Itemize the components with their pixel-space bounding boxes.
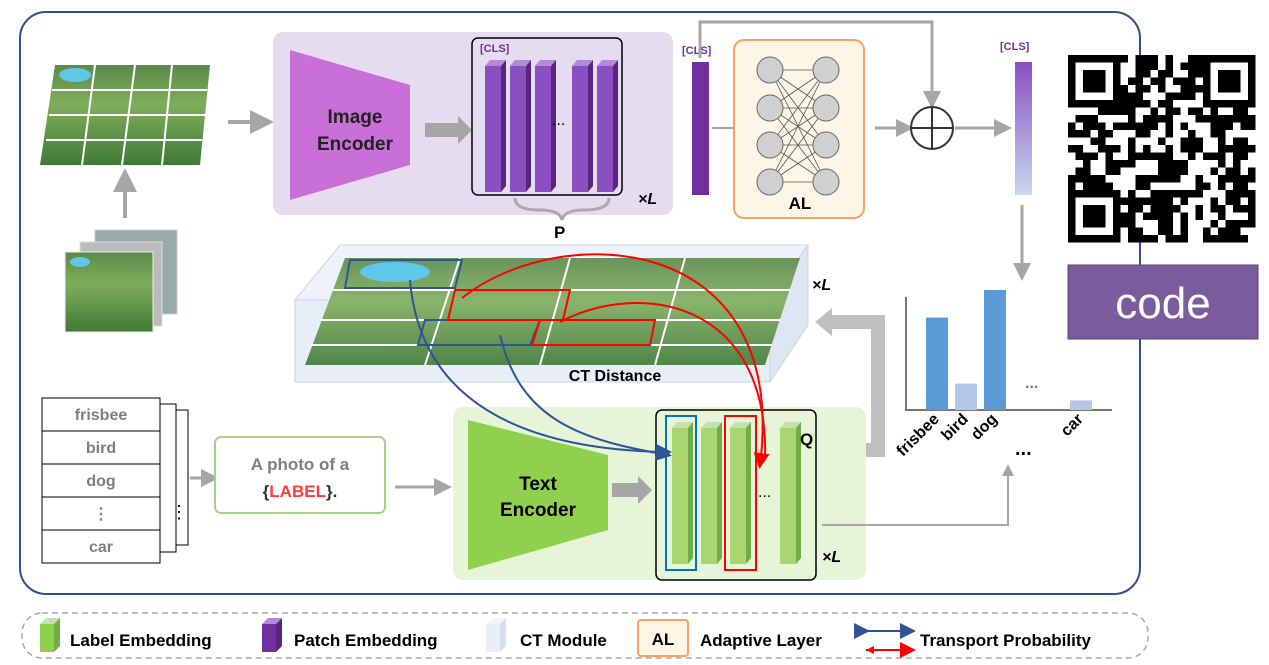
label-row: [41, 463, 161, 498]
network-node: [812, 94, 840, 122]
patch-embedding-bar: [572, 66, 588, 192]
purple-cube-icon: [262, 618, 282, 652]
label-list: frisbee bird dog ⋮ car: [41, 397, 189, 564]
cls-label: [CLS]: [1000, 41, 1030, 53]
image-encoder-label: Image: [328, 107, 383, 128]
legend-al: AL: [652, 630, 675, 649]
patch-embedding-bars: [485, 60, 618, 192]
label-row: [41, 397, 161, 432]
label-text: dog: [86, 473, 115, 490]
image-encoder-label: Encoder: [317, 134, 394, 155]
cls-label: [CLS]: [480, 43, 510, 55]
tick-label: bird: [938, 411, 971, 444]
adapted-cls-bar: [1015, 62, 1032, 195]
tick-label: ...: [1015, 438, 1032, 460]
text-encoder-shape: [468, 420, 608, 570]
prompt-template: [214, 436, 386, 514]
legend: [21, 612, 1149, 659]
transport-arrows: [409, 253, 770, 469]
brace: [513, 197, 611, 221]
legend-label: CT Module: [520, 631, 607, 650]
tick-label: dog: [968, 411, 1001, 444]
patched-image: [40, 64, 210, 166]
legend-label: Label Embedding: [70, 631, 212, 650]
network-node: [756, 56, 784, 84]
legend-label: Patch Embedding: [294, 631, 438, 650]
input-image-stack: [64, 229, 178, 333]
patch-embedding-bar: [485, 66, 501, 192]
label-embedding-box: [655, 409, 817, 581]
times-L: ×L: [822, 549, 841, 566]
qr-code[interactable]: [1068, 55, 1256, 243]
label-embedding-bar: [730, 428, 746, 564]
svg-text:{LABEL}.: {LABEL}.: [263, 482, 338, 501]
text-encoder-label: Text: [519, 474, 557, 495]
legend-label: Transport Probability: [920, 631, 1092, 650]
ct-module: [293, 243, 809, 384]
code-button-label: code: [1115, 279, 1210, 328]
label-symbol: Q: [800, 430, 813, 449]
cls-bar: [692, 62, 709, 195]
code-button[interactable]: [1067, 264, 1259, 340]
patch-embedding-bar: [597, 66, 613, 192]
label-row: [41, 529, 161, 564]
bar-bird: [955, 383, 977, 410]
bar-frisbee: [926, 317, 948, 410]
patch-embedding-bar: [510, 66, 526, 192]
label-embedding-bar: [672, 428, 688, 564]
network-node: [756, 168, 784, 196]
image-encoder-shape: [290, 50, 410, 200]
bar-dog: [984, 290, 1006, 410]
add-icon: [910, 106, 954, 150]
network-node: [756, 131, 784, 159]
label-embedding-bar: [701, 428, 717, 564]
label-row: [41, 430, 161, 465]
patch-embedding-bar: [535, 66, 551, 192]
network-node: [756, 94, 784, 122]
network-node: [812, 168, 840, 196]
ct-distance-label: CT Distance: [569, 368, 662, 385]
ellipsis: ...: [758, 484, 771, 501]
double-arrow-icon: [854, 623, 916, 658]
prompt-line1: A photo of a: [251, 455, 350, 474]
legend-label: Adaptive Layer: [700, 631, 822, 650]
times-L: ×L: [638, 191, 657, 208]
times-L: ×L: [812, 277, 831, 294]
prompt-close: }.: [326, 482, 337, 501]
light-blue-cube-icon: [486, 618, 506, 652]
label-text: bird: [86, 440, 116, 457]
green-cube-icon: [40, 618, 60, 652]
patch-symbol: P: [554, 223, 565, 242]
prompt-label: LABEL: [269, 482, 326, 501]
cls-label: [CLS]: [682, 45, 712, 57]
patch-embedding-box: [471, 37, 623, 196]
ellipsis: ...: [552, 112, 565, 129]
al-box-icon: [637, 619, 689, 657]
label-text: frisbee: [75, 407, 128, 424]
bar-car: [1070, 400, 1092, 410]
text-encoder-label: Encoder: [500, 500, 577, 521]
tick-label: frisbee: [894, 411, 943, 460]
label-embedding-bar: [780, 428, 796, 564]
label-row: [41, 496, 161, 531]
adaptive-layer-network: [756, 56, 840, 196]
legend-items: Label Embedding Patch Embedding CT Modul…: [40, 618, 1092, 658]
bar-ellipsis: ...: [1025, 375, 1038, 392]
tick-label: car: [1058, 411, 1087, 440]
adaptive-layer-label: AL: [789, 194, 812, 213]
prompt-open: {: [263, 482, 270, 501]
label-text: ⋮: [93, 506, 109, 523]
vertical-dots: ⋮: [170, 502, 188, 522]
label-text: car: [89, 539, 113, 556]
adaptive-layer-box: [733, 39, 865, 219]
network-node: [812, 131, 840, 159]
label-embedding-bars: [672, 422, 801, 564]
network-node: [812, 56, 840, 84]
